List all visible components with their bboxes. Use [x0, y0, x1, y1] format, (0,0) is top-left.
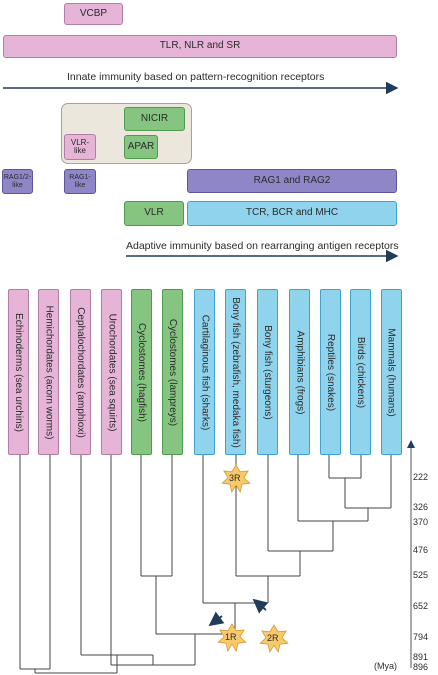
- vlr-bar: VLR: [124, 201, 184, 226]
- event-1r-label: 1R: [225, 632, 237, 642]
- event-3r-label: 3R: [229, 473, 241, 483]
- taxon-bar: Hemichordates (acorn worms): [38, 289, 59, 455]
- burst-2r: [259, 624, 289, 654]
- apar-bar: APAR: [124, 135, 158, 159]
- axis-unit: (Mya): [374, 661, 397, 671]
- rag1-like-bar: RAG1-like: [64, 169, 96, 194]
- taxon-bar: Mammals (humans): [381, 289, 402, 455]
- tick-222: 222: [412, 472, 428, 482]
- rag12-like-bar: RAG1/2-like: [2, 169, 33, 194]
- tcr-bcr-mhc-label: TCR, BCR and MHC: [245, 207, 339, 219]
- taxon-bar: Cyclostomes (hagfish): [131, 289, 152, 455]
- nicir-label: NICIR: [140, 112, 169, 124]
- vlr-like-bar: VLR-like: [64, 134, 96, 160]
- rag12-like-label: RAG1/2-like: [3, 174, 32, 189]
- tick-326: 326: [412, 502, 428, 512]
- taxon-bar: Reptiles (snakes): [320, 289, 341, 455]
- rag1-like-label: RAG1-like: [69, 174, 91, 189]
- vlr-label: VLR: [144, 207, 164, 219]
- innate-caption: Innate immunity based on pattern-recogni…: [67, 71, 325, 83]
- 1r-arrow: [208, 611, 225, 627]
- apar-label: APAR: [127, 140, 155, 152]
- rag1-rag2-bar: RAG1 and RAG2: [187, 169, 397, 193]
- nicir-bar: NICIR: [124, 107, 185, 131]
- tcr-bcr-mhc-bar: TCR, BCR and MHC: [187, 201, 397, 226]
- tick-891: 891: [412, 652, 428, 662]
- taxon-bar: Urochordates (sea squirts): [101, 289, 122, 455]
- tick-525: 525: [412, 570, 428, 580]
- tlr-nlr-sr-label: TLR, NLR and SR: [159, 40, 241, 52]
- rag1-rag2-label: RAG1 and RAG2: [253, 174, 331, 186]
- taxon-bar: Cartilaginous fish (sharks): [194, 289, 215, 455]
- tick-652: 652: [412, 601, 428, 611]
- phylogeny-lines: [19, 455, 392, 674]
- 2r-arrow: [252, 598, 269, 614]
- vcbp-label: VCBP: [79, 7, 108, 19]
- taxon-bar: Amphibians (frogs): [289, 289, 310, 455]
- taxon-bar: Bony fish (zebrafish, medaka fish): [225, 289, 246, 455]
- tlr-nlr-sr-bar: TLR, NLR and SR: [3, 35, 397, 58]
- taxon-bar: Cyclostomes (lampreys): [162, 289, 183, 455]
- adaptive-caption: Adaptive immunity based on rearranging a…: [126, 240, 399, 252]
- taxon-bar: Echinoderms (sea urchins): [8, 289, 29, 455]
- burst-1r: [217, 623, 247, 653]
- tick-794: 794: [412, 632, 428, 642]
- event-2r-label: 2R: [267, 633, 279, 643]
- vcbp-bar: VCBP: [64, 3, 123, 25]
- tick-476: 476: [412, 545, 428, 555]
- vlr-like-label: VLR-like: [70, 137, 90, 155]
- tick-370: 370: [412, 517, 428, 527]
- burst-3r: [221, 464, 251, 494]
- taxon-bar: Cephalochordates (amphioxi): [70, 289, 91, 455]
- taxon-bar: Bony fish (sturgeons): [257, 289, 278, 455]
- tick-896: 896: [412, 662, 428, 672]
- taxon-bar: Birds (chickens): [350, 289, 371, 455]
- burst-shapes: [217, 464, 289, 654]
